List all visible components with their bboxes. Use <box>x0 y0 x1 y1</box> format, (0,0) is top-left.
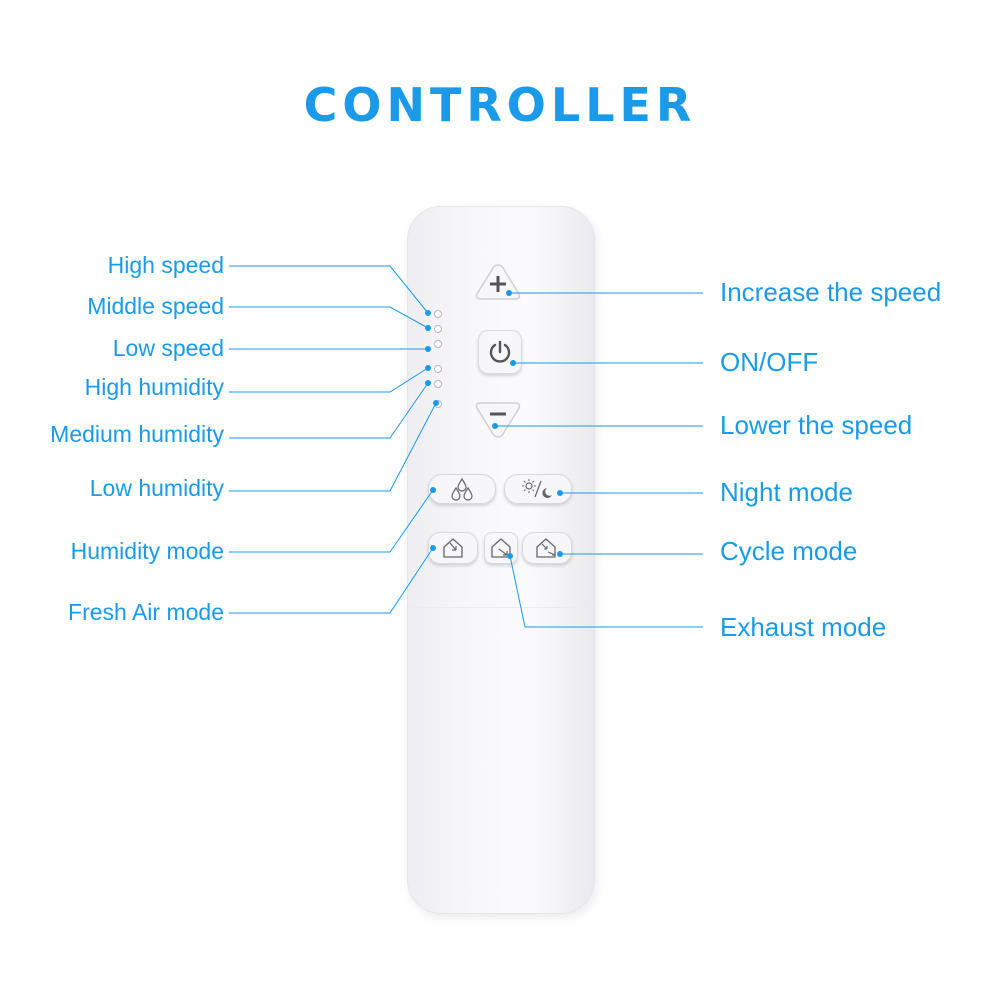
low-speed-led <box>434 340 442 348</box>
label-exhaust-mode: Exhaust mode <box>720 612 887 642</box>
minus-icon <box>475 402 521 438</box>
label-middle-speed: Middle speed <box>87 293 224 319</box>
medium-humidity-led <box>434 380 442 388</box>
remote-seam <box>408 607 594 608</box>
sun-moon-icon <box>522 479 552 498</box>
high-humidity-led <box>434 365 442 373</box>
fresh-air-mode-button[interactable] <box>428 532 478 564</box>
cycle-mode-button[interactable] <box>522 532 572 564</box>
power-icon <box>489 340 511 363</box>
exhaust-mode-button[interactable] <box>484 532 518 564</box>
label-increase-speed: Increase the speed <box>720 277 942 307</box>
page-title: CONTROLLER <box>303 78 697 132</box>
label-low-speed: Low speed <box>112 335 224 361</box>
middle-speed-led <box>434 325 442 333</box>
label-humidity-mode: Humidity mode <box>70 538 224 564</box>
label-high-speed: High speed <box>107 252 224 278</box>
power-button[interactable] <box>478 330 522 374</box>
lower-speed-button[interactable] <box>474 400 522 440</box>
label-fresh-air-mode: Fresh Air mode <box>68 599 224 625</box>
high-speed-led <box>434 310 442 318</box>
water-drops-icon <box>451 477 473 501</box>
label-on-off: ON/OFF <box>720 347 819 377</box>
house-out-arrow-icon <box>491 538 511 558</box>
label-medium-humidity: Medium humidity <box>50 421 224 447</box>
label-low-humidity: Low humidity <box>89 475 224 501</box>
label-lower-speed: Lower the speed <box>720 410 913 440</box>
night-mode-button[interactable] <box>504 474 572 504</box>
label-cycle-mode: Cycle mode <box>720 536 858 566</box>
house-cycle-icon <box>536 538 556 558</box>
house-in-arrow-icon <box>443 538 463 558</box>
label-night-mode: Night mode <box>720 477 853 507</box>
humidity-mode-button[interactable] <box>428 474 496 504</box>
label-high-humidity: High humidity <box>84 374 224 400</box>
